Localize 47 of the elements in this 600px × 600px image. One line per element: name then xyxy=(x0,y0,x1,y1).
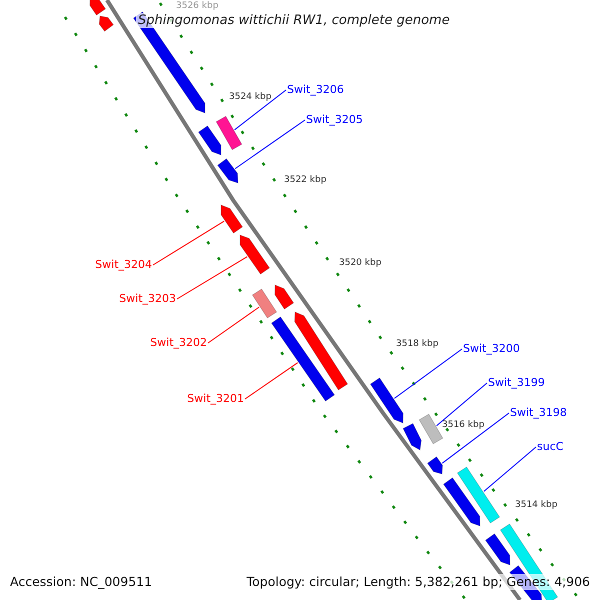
scale-label: 3526 kbp xyxy=(176,1,218,12)
gene-feature xyxy=(198,125,222,156)
leader-line xyxy=(234,90,286,130)
leader-line xyxy=(483,446,536,492)
gene-feature xyxy=(456,466,500,524)
scale-label: 3518 kbp xyxy=(396,339,438,350)
gene-feature xyxy=(443,477,480,526)
gene-label: Swit_3200 xyxy=(463,342,520,356)
gene-feature xyxy=(427,456,443,474)
gene-feature xyxy=(485,533,510,566)
gene-label: Swit_3198 xyxy=(510,406,567,420)
gene-feature xyxy=(216,116,242,150)
gene-label: Swit_3206 xyxy=(287,83,344,97)
gene-label: Swit_3204 xyxy=(95,258,152,272)
leader-line xyxy=(234,120,306,170)
gene-feature xyxy=(402,423,422,450)
gene-feature xyxy=(240,234,270,275)
gene-feature xyxy=(90,0,106,16)
gene-feature xyxy=(220,204,243,234)
scale-label: 3524 kbp xyxy=(229,92,272,103)
gene-feature xyxy=(418,414,444,444)
gene-feature xyxy=(98,16,114,32)
leader-line xyxy=(152,220,225,266)
scale-label: 3516 kbp xyxy=(442,420,484,431)
gene-label: Swit_3203 xyxy=(119,292,176,306)
leader-line xyxy=(436,382,488,426)
gene-label: Swit_3199 xyxy=(488,376,545,390)
scale-label: 3520 kbp xyxy=(339,258,382,269)
gene-label: Swit_3201 xyxy=(187,392,244,406)
leader-line xyxy=(244,362,298,400)
gene-feature xyxy=(271,316,335,402)
gene-feature xyxy=(370,377,404,424)
gene-label: sucC xyxy=(537,440,564,454)
leader-line xyxy=(394,348,462,399)
scale-label: 3522 kbp xyxy=(284,175,326,186)
diagram-title: Sphingomonas wittichii RW1, complete genome xyxy=(136,13,452,28)
scale-label: 3514 kbp xyxy=(515,500,558,511)
gene-feature xyxy=(294,312,348,390)
gene-label: Swit_3205 xyxy=(306,113,363,127)
genome-summary: Topology: circular; Length: 5,382,261 bp; Genes: 4,906 xyxy=(244,574,592,590)
gene-feature xyxy=(274,284,294,310)
leader-line xyxy=(176,256,248,300)
gene-feature xyxy=(217,158,238,184)
leader-line xyxy=(442,412,510,464)
gene-label: Swit_3202 xyxy=(150,336,207,350)
gene-feature xyxy=(252,288,278,318)
leader-line xyxy=(208,306,260,344)
